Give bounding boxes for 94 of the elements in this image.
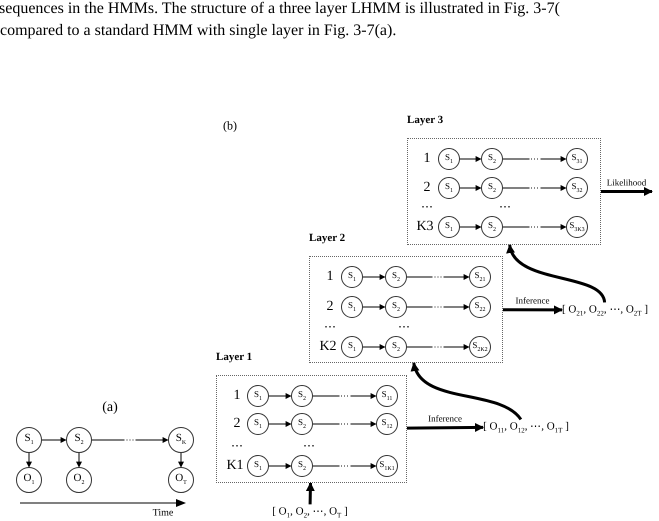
arrow (406, 422, 484, 432)
arrow (502, 156, 567, 162)
body-text: compared to a standard HMM with single layer in Fig. 3-7(a). (0, 22, 396, 40)
state-circle: S$_{2}$ (481, 177, 503, 199)
state-circle: S$_{2}$ (291, 413, 313, 435)
state-circle: S$_{2}$ (385, 336, 407, 358)
ellipsis: ⋯ (499, 200, 511, 214)
arrow (502, 224, 567, 230)
observation-sequence: [ O$_{11}$, O$_{12}$, ⋯, O$_{1T}$ ] (483, 419, 569, 435)
arrow (502, 185, 567, 191)
arrow (268, 463, 292, 469)
arrow (26, 452, 32, 468)
state-circle: S$_{2}$ (385, 296, 407, 318)
layer-title: Layer 1 (216, 351, 252, 363)
state-circle: S$_{1}$ (438, 216, 460, 238)
row-number: 2 (326, 299, 334, 315)
state-circle: S$_{K}$ (168, 427, 194, 453)
layer-group (407, 114, 601, 245)
arrow (312, 393, 377, 399)
state-circle: S$_{2}$ (385, 266, 407, 288)
state-circle: S$_{2}$ (481, 216, 503, 238)
arrow (460, 224, 482, 230)
state-circle: S$_{3K3}$ (566, 216, 588, 238)
arrow (362, 344, 386, 350)
arrow (178, 452, 184, 468)
state-circle: S$_{2K2}$ (469, 336, 491, 358)
panel-label: (b) (223, 118, 237, 134)
layer-title: Layer 3 (407, 114, 444, 126)
state-circle: S$_{31}$ (566, 148, 588, 170)
row-number: K3 (416, 219, 434, 235)
row-number: 2 (424, 180, 430, 196)
state-circle: S$_{1}$ (438, 177, 460, 199)
arrow (42, 437, 67, 443)
arrow (312, 463, 377, 469)
state-circle: S$_{2}$ (291, 455, 313, 477)
arrow (460, 156, 482, 162)
curved-arrow (508, 244, 606, 303)
panel-label: (a) (102, 400, 118, 416)
arrow (406, 344, 470, 350)
layer-title: Layer 2 (309, 232, 346, 244)
arrow (306, 482, 315, 504)
state-circle: S$_{11}$ (376, 385, 398, 407)
ellipsis: ⋯ (231, 438, 243, 454)
state-circle: S$_{1}$ (16, 427, 42, 453)
state-circle: S$_{1}$ (247, 413, 269, 435)
ellipsis: ⋯ (324, 320, 336, 334)
state-circle: S$_{32}$ (566, 177, 588, 199)
observation-sequence: [ O$_{21}$, O$_{22}$, ⋯, O$_{2T}$ ] (562, 302, 648, 318)
observation-circle: O$_{T}$ (168, 467, 194, 493)
row-number: 1 (326, 269, 334, 285)
row-number: 1 (234, 388, 240, 404)
layer-group (216, 351, 407, 483)
arrow (268, 421, 292, 427)
state-circle: S$_{1K1}$ (376, 455, 398, 477)
state-circle: S$_{1}$ (247, 385, 269, 407)
state-circle: S$_{2}$ (291, 385, 313, 407)
observation-circle: O$_{2}$ (66, 467, 92, 493)
arrow (406, 274, 470, 280)
ellipsis: ⋯ (398, 320, 410, 334)
row-number: 1 (424, 151, 430, 167)
arrow (406, 304, 470, 310)
edge-label: Inference (514, 296, 550, 306)
arrow (76, 452, 82, 468)
ellipsis: ⋯ (303, 438, 315, 454)
state-circle: S$_{2}$ (66, 427, 92, 453)
arrow (362, 274, 386, 280)
layer-group (309, 232, 503, 363)
row-number: 2 (234, 416, 240, 432)
edge-label: Inference (427, 414, 464, 424)
state-circle: S$_{1}$ (247, 455, 269, 477)
state-circle: S$_{22}$ (469, 296, 491, 318)
observation-sequence: [ O$_{1}$, O$_{2}$, ⋯, O$_{T}$ ] (272, 504, 348, 520)
edge-label: Likelihood (606, 178, 648, 187)
state-circle: S$_{2}$ (481, 148, 503, 170)
state-circle: S$_{1}$ (341, 336, 363, 358)
arrow (312, 421, 377, 427)
state-circle: S$_{21}$ (469, 266, 491, 288)
arrow (362, 304, 386, 310)
state-circle: S$_{12}$ (376, 413, 398, 435)
row-number: K1 (226, 458, 244, 474)
state-circle: S$_{1}$ (438, 148, 460, 170)
row-number: K2 (319, 339, 337, 355)
state-circle: S$_{1}$ (341, 296, 363, 318)
state-circle: S$_{1}$ (341, 266, 363, 288)
ellipsis: ⋯ (421, 200, 433, 214)
arrow (268, 393, 292, 399)
axis-label: Time (152, 508, 174, 518)
arrow (601, 187, 653, 196)
curved-arrow (412, 362, 522, 420)
body-text: sequences in the HMMs. The structure of a three layer LHMM is illustrated in Fig. 3-7( (0, 0, 560, 18)
arrow (503, 305, 563, 314)
arrow (92, 437, 169, 443)
arrow (460, 185, 482, 191)
observation-circle: O$_{1}$ (16, 467, 42, 493)
